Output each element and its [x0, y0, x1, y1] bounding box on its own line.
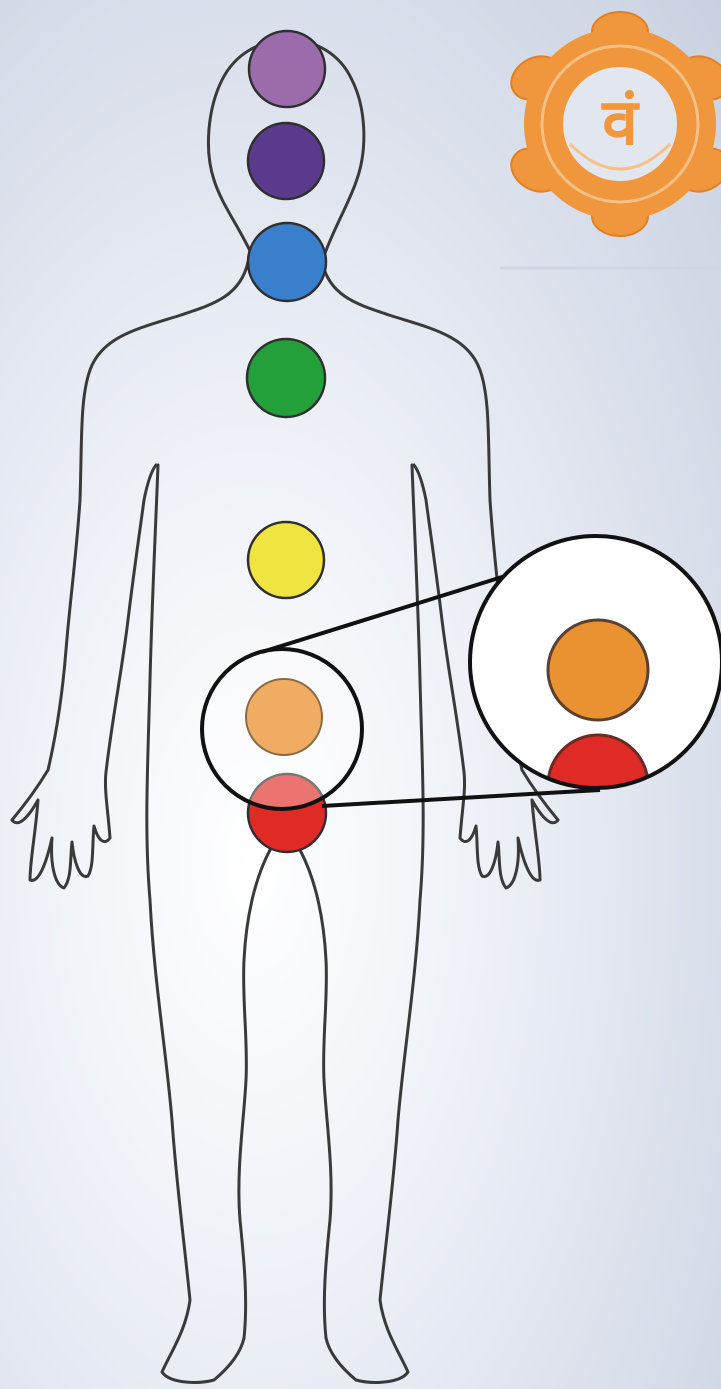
heart-chakra	[247, 339, 325, 417]
svadhisthana-symbol-icon: वं	[503, 12, 721, 236]
sacral-highlight-ring	[202, 649, 362, 809]
solar-plexus-chakra	[248, 522, 324, 598]
symbol-glyph: वं	[601, 86, 640, 160]
zoomed-sacral-chakra	[548, 620, 648, 720]
throat-chakra	[248, 223, 326, 301]
sacral-chakra	[246, 679, 322, 755]
third-eye-chakra	[248, 123, 324, 199]
crown-chakra	[249, 31, 325, 107]
